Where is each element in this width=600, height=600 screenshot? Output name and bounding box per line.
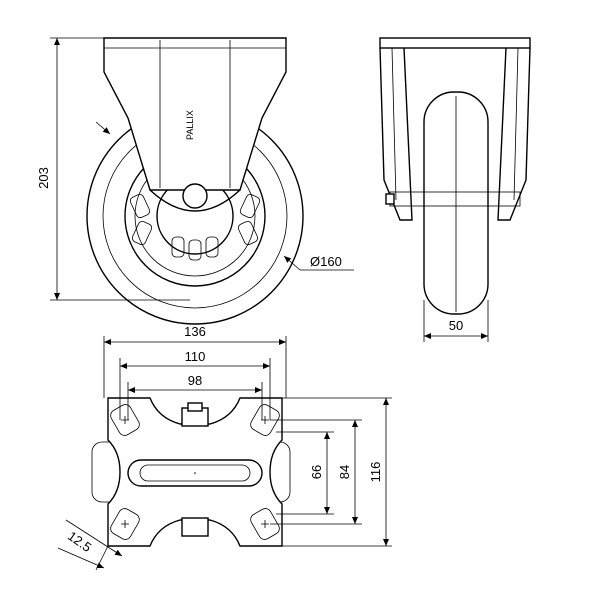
dim-hole-spacing-inner: 66 — [309, 465, 324, 479]
fork-bracket — [103, 37, 287, 191]
axle-nut — [182, 183, 208, 209]
plate-slot — [127, 459, 263, 487]
logo-label: PALLIX — [185, 110, 195, 140]
bolt-bottom — [181, 517, 209, 537]
dim-hole-spacing-outer: 84 — [337, 465, 352, 479]
dim-slot-width: 12.5 — [65, 528, 94, 555]
dim-wheel-diameter: Ø160 — [310, 254, 342, 269]
dim-bolt-spacing-outer: 110 — [185, 349, 206, 364]
hub-spokes — [129, 193, 261, 261]
dim-plate-length: 136 — [184, 324, 206, 339]
dim-wheel-width: 50 — [449, 318, 463, 333]
side-top-plate — [379, 37, 531, 49]
dim-plate-width: 116 — [368, 462, 383, 483]
front-view: PALLIX 203 Ø160 — [36, 37, 354, 325]
plate-view: 136 110 98 116 84 66 12.5 — [57, 324, 392, 571]
dim-height: 203 — [36, 167, 51, 189]
mounting-holes — [110, 404, 280, 540]
side-view: 50 — [379, 37, 531, 342]
dim-bolt-spacing-inner: 98 — [188, 373, 202, 388]
